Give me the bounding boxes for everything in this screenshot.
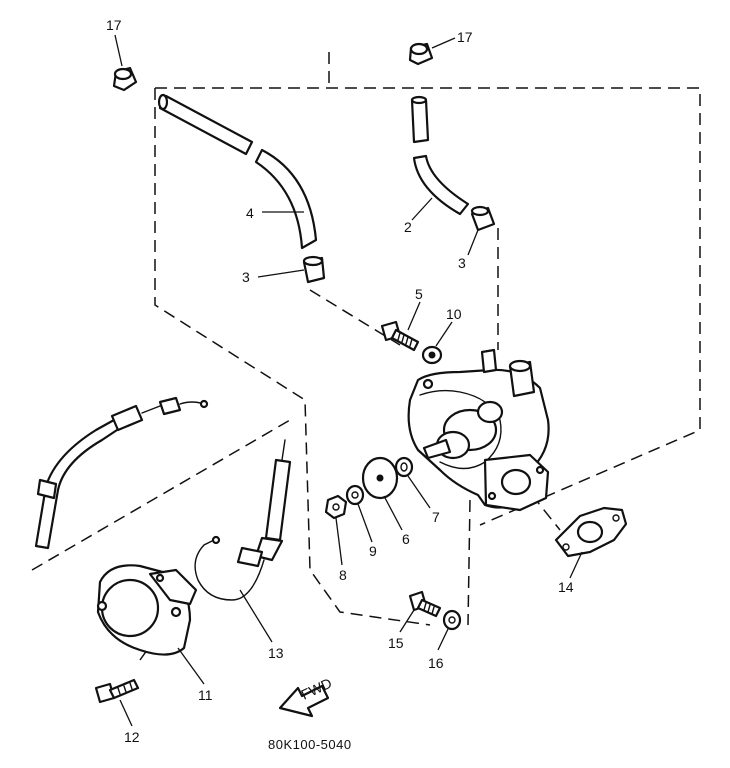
throttle-cable-upper [34,396,209,550]
part-11-cover [96,564,205,685]
callout-7: 7 [432,509,440,525]
callout-6: 6 [402,531,410,547]
callout-15: 15 [388,635,404,651]
callout-5: 5 [415,286,423,302]
callout-3-right: 3 [458,255,466,271]
part-3-fitting-right [467,205,496,256]
drawing-code: 80K100-5040 [268,737,352,752]
callout-labels: 17 17 4 2 3 3 5 10 7 6 9 8 14 13 11 12 1… [106,17,574,745]
part-2-hose [410,95,470,221]
forward-arrow-icon: FWD [278,675,334,718]
part-16-washer [437,609,462,651]
part-17-cap-right [408,37,456,66]
callout-12: 12 [124,729,140,745]
part-4-hose [157,93,318,250]
callout-17-right: 17 [457,29,473,45]
callout-14: 14 [558,579,574,595]
callout-8: 8 [339,567,347,583]
callout-3-left: 3 [242,269,250,285]
part-7-washer [394,456,431,509]
part-17-cap-left [112,34,138,92]
part-5-bolt [380,301,421,352]
pump-body [407,348,550,512]
callout-2: 2 [404,219,412,235]
part-13-cable [194,439,292,643]
part-14-gasket [554,506,628,579]
part-10-washer [421,321,453,365]
part-3-fitting-left [257,255,326,284]
part-6-plate [361,456,403,531]
callout-9: 9 [369,543,377,559]
callout-11: 11 [198,687,213,703]
callout-17-left: 17 [106,17,122,33]
callout-13: 13 [268,645,284,661]
part-9-washer [345,484,373,543]
part-15-bolt [399,590,442,633]
callout-16: 16 [428,655,444,671]
part-12-bolt [94,678,140,727]
callout-4: 4 [246,205,254,221]
part-8-nut [324,494,348,566]
callout-10: 10 [446,306,462,322]
